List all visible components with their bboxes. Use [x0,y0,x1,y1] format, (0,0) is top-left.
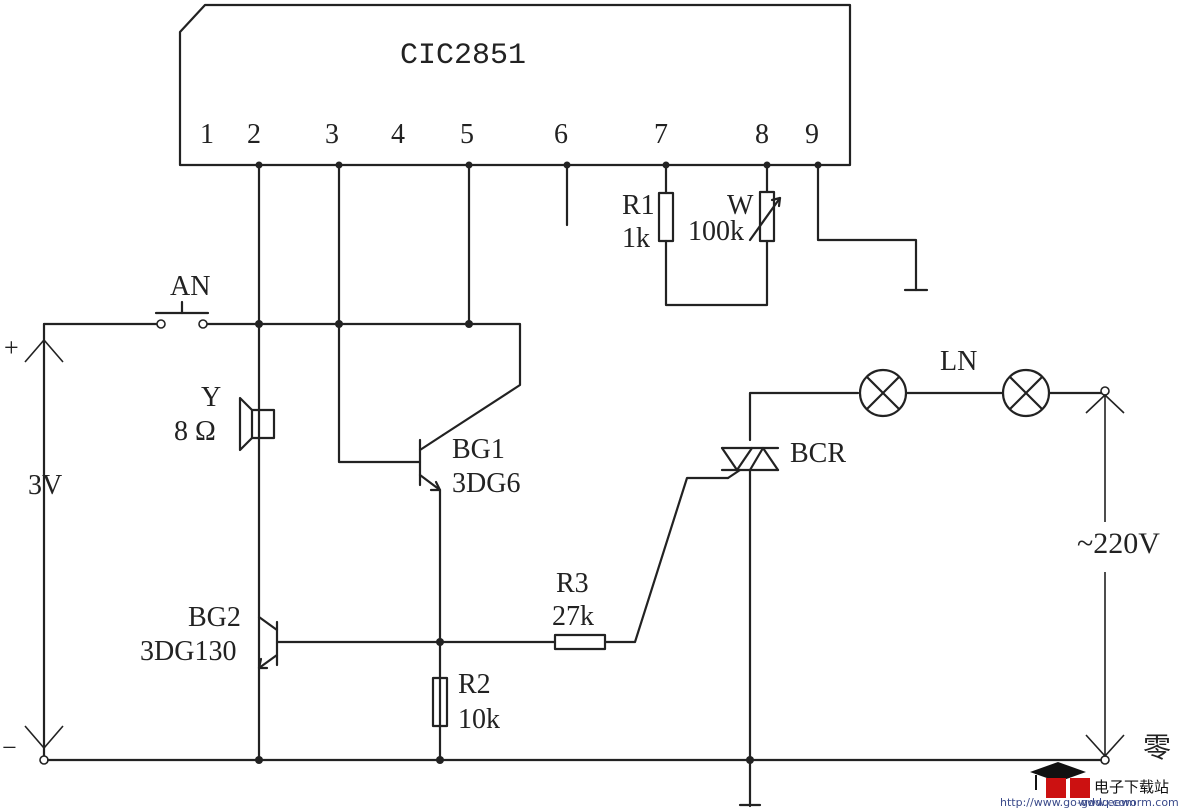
speaker-value: 8 Ω [174,416,216,447]
mains-neutral: 零 [1143,733,1171,764]
pin-3-dot [335,161,343,169]
w-potentiometer [758,190,776,243]
ic-pin-labels: 1 2 3 4 5 6 7 8 9 [200,119,819,150]
bcr-gate [726,468,742,480]
supply-minus: − [2,733,17,762]
bg1-emitter-arrow [429,480,442,492]
lamp-2-cross [1008,375,1044,411]
rail-dot-pin5 [465,320,473,328]
pin-9-dot [814,161,822,169]
r2-resistor [431,676,449,728]
pin-4-label: 4 [391,119,405,150]
pin-7-label: 7 [654,119,668,150]
pin-5-dot [465,161,473,169]
bg2-emitter [257,653,279,670]
bcr-top-wire [748,391,860,442]
bcr-triangle-up [748,446,780,472]
bg1-emitter [418,473,442,762]
pin-2-dot [255,161,263,169]
bg1-type: 3DG6 [452,468,520,499]
pin-9-wire [816,163,918,292]
pin-8-dot [763,161,771,169]
supply-voltage: 3V [28,470,62,501]
r1-resistor [657,191,675,243]
watermark-red-mark-2 [1070,778,1090,798]
w-value: 100k [688,216,744,247]
rail-dot-pin3 [335,320,343,328]
pin-6-dot [563,161,571,169]
mains-terminal-bottom [1100,755,1110,765]
bcr-triangle-down [720,446,754,472]
bg2-collector [257,615,279,632]
supply-terminal-bottom [39,755,49,765]
pin-2-label: 2 [247,119,261,150]
watermark-url-2: www.eeworm.com [1078,796,1179,808]
bcr-label: BCR [790,438,846,469]
r3-label: R3 [556,568,589,599]
rail-dot-r2 [436,756,444,764]
supply-arrow-bottom [24,506,64,750]
lamp-label: LN [940,346,977,377]
r1-label: R1 [622,190,655,221]
r2-label: R2 [458,669,491,700]
pin-3-wire [337,163,422,464]
mains-arrow-top [1085,393,1125,522]
lamp-1-cross [865,375,901,411]
bg1-label: BG1 [452,434,505,465]
supply-arrow-top [24,338,64,462]
r1-wire [664,239,769,307]
pin-1-label: 1 [200,119,214,150]
rail-dot-bg2 [255,756,263,764]
watermark-red-mark-1 [1046,778,1066,798]
an-label: AN [170,271,210,302]
mains-arrow-bottom [1085,572,1125,758]
r1-value: 1k [622,223,650,254]
mains-terminal-top [1100,386,1110,396]
pin-5-label: 5 [460,119,474,150]
speaker-cone [238,396,254,452]
ic-body [178,3,852,167]
w-arrowhead [770,196,782,208]
pin-3-label: 3 [325,119,339,150]
w-arrow [748,196,782,242]
watermark: 电子下载站 http://www.go-gddq.com www.eeworm.… [1000,762,1179,808]
an-contact-right [198,319,208,329]
speaker-body [250,408,276,440]
ic-name: CIC2851 [400,39,526,73]
watermark-chars: 电子下载站 [1094,778,1169,796]
pin-7-dot [662,161,670,169]
mains-voltage: ~220V [1077,527,1160,560]
positive-rail-right [203,322,522,437]
r3-value: 27k [552,601,594,632]
pin-8-label: 8 [755,119,769,150]
w-label: W [727,190,754,221]
r3-resistor [553,633,607,651]
watermark-url: http://www.go-gddq.com [1000,796,1136,808]
r3-wire-right [603,476,730,644]
pin-6-label: 6 [554,119,568,150]
bg2-emitter-arrow [257,657,269,670]
rail-dot-bcr [746,756,754,764]
supply-plus: + [4,333,19,362]
rail-dot-pin2 [255,320,263,328]
an-contact-left [156,319,166,329]
watermark-logo-icon [1030,762,1086,782]
speaker-label: Y [201,382,221,413]
bg2-label: BG2 [188,602,241,633]
r2-value: 10k [458,704,500,735]
bg2-type: 3DG130 [140,636,236,667]
bg1-collector [418,433,445,452]
pin-9-label: 9 [805,119,819,150]
